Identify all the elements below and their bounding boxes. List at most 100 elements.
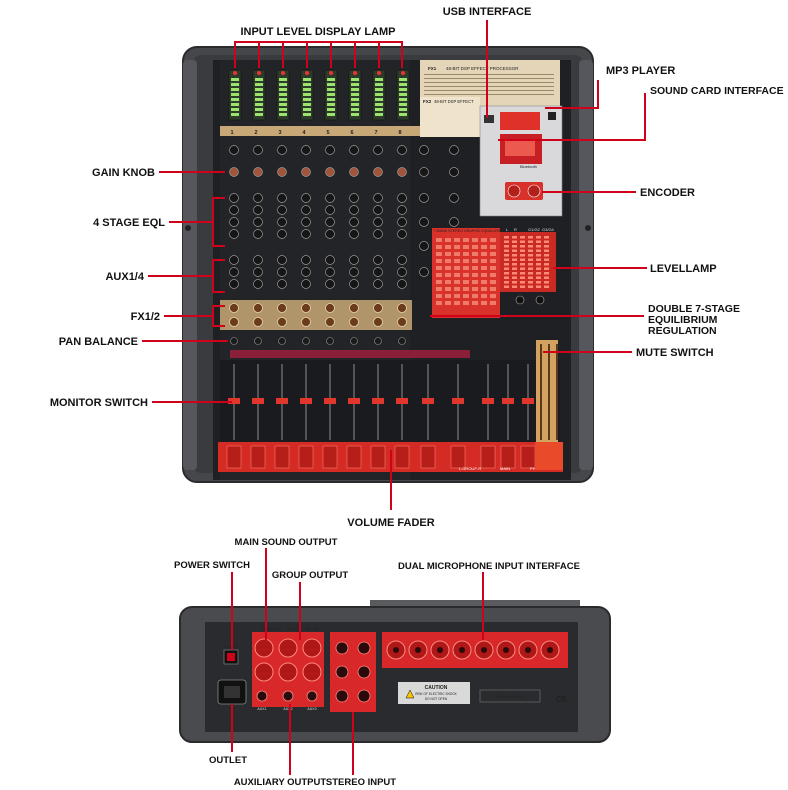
- aux-tag-3: AUX3: [307, 707, 316, 711]
- lamp-segment: [255, 93, 263, 96]
- channel-number-6: 6: [350, 130, 353, 136]
- channel-knob: [349, 193, 359, 203]
- meter-segment: [504, 285, 509, 288]
- stereo-jack: [357, 641, 371, 655]
- monitor-switch: [300, 398, 312, 404]
- meter-segment: [536, 245, 541, 248]
- meter-segment: [512, 263, 517, 266]
- label-outlet: OUTLET: [209, 755, 247, 766]
- lamp-segment: [399, 88, 407, 91]
- lamp-segment: [231, 98, 239, 101]
- fx-knob: [277, 303, 287, 313]
- channel-knob: [373, 205, 383, 215]
- fx-knob: [229, 317, 239, 327]
- lamp-segment: [399, 98, 407, 101]
- channel-knob: [253, 167, 263, 177]
- geq-segment: [463, 238, 469, 242]
- meter-tag-2: R: [514, 227, 517, 232]
- mic-jack-center: [437, 647, 443, 653]
- channel-knob: [349, 205, 359, 215]
- meter-segment: [504, 276, 509, 279]
- geq-segment: [490, 266, 496, 270]
- lamp-segment: [255, 113, 263, 116]
- channel-number-7: 7: [374, 130, 377, 136]
- channel-knob: [397, 145, 407, 155]
- geq-segment: [463, 266, 469, 270]
- fx-knobs: [229, 303, 407, 345]
- meter-segment: [544, 249, 549, 252]
- meter-segment: [512, 249, 517, 252]
- mic-jack-center: [547, 647, 553, 653]
- mixer-top-view: 123456789/1011/12/MP3 L-GROUP-RMAINPHANT…: [182, 46, 594, 483]
- channel-knob: [253, 267, 263, 277]
- label-sound-card-interface: SOUND CARD INTERFACE: [650, 85, 784, 97]
- input-level-lamps: [228, 69, 410, 121]
- meter-segment: [512, 285, 517, 288]
- lamp-segment: [351, 98, 359, 101]
- geq-segment: [454, 273, 460, 277]
- channel-knob: [349, 267, 359, 277]
- geq-segment: [445, 252, 451, 256]
- meter-segment: [536, 236, 541, 239]
- label-group-output: GROUP OUTPUT: [272, 570, 349, 581]
- geq-segment: [463, 259, 469, 263]
- channel-knob: [349, 229, 359, 239]
- lamp-segment: [399, 113, 407, 116]
- meter-segment: [528, 240, 533, 243]
- channel-knob: [277, 279, 287, 289]
- pan-knob: [254, 337, 262, 345]
- pan-knob: [374, 337, 382, 345]
- channel-knob: [277, 145, 287, 155]
- geq-segment: [445, 301, 451, 305]
- preset-row: [424, 82, 554, 83]
- mic-input-jacks: [386, 640, 560, 660]
- lamp-segment: [255, 103, 263, 106]
- meter-segment: [520, 245, 525, 248]
- channel-knob: [349, 279, 359, 289]
- meter-segment: [536, 272, 541, 275]
- geq-segment: [463, 273, 469, 277]
- stereo-knob: [449, 167, 459, 177]
- monitor-switch: [372, 398, 384, 404]
- channel-knob: [325, 167, 335, 177]
- geq-segment: [490, 301, 496, 305]
- meter-segment: [504, 263, 509, 266]
- stereo-jack: [335, 641, 349, 655]
- channel-knob: [325, 145, 335, 155]
- fx-knob: [253, 317, 263, 327]
- fader-cap: [298, 445, 314, 469]
- geq-segment: [445, 273, 451, 277]
- meter-segment: [528, 285, 533, 288]
- meter-segment: [536, 285, 541, 288]
- fx-knob: [229, 303, 239, 313]
- lamp-segment: [231, 78, 239, 81]
- channel-knobs: [229, 145, 459, 289]
- mic-jack-center: [393, 647, 399, 653]
- fx-knob: [325, 303, 335, 313]
- meter-tag-4: G3/G4: [542, 227, 555, 232]
- geq-segment: [454, 266, 460, 270]
- geq-segment: [436, 238, 442, 242]
- lamp-segment: [327, 78, 335, 81]
- channel-knob: [397, 267, 407, 277]
- meter-segment: [520, 285, 525, 288]
- meter-segment: [544, 236, 549, 239]
- lamp-segment: [303, 108, 311, 111]
- fader-cap: [450, 445, 466, 469]
- lamp-segment: [255, 88, 263, 91]
- geq-segment: [481, 273, 487, 277]
- fx-knob: [373, 303, 383, 313]
- meter-segment: [544, 245, 549, 248]
- preset-row: [424, 94, 554, 95]
- channel-knob: [229, 267, 239, 277]
- aux-tag-2: AUX2: [283, 707, 292, 711]
- preset-row: [424, 86, 554, 87]
- lamp-segment: [327, 108, 335, 111]
- channel-number-3: 3: [278, 130, 281, 136]
- monitor-switch: [422, 398, 434, 404]
- geq-segment: [472, 266, 478, 270]
- label-monitor-switch: MONITOR SWITCH: [50, 397, 148, 409]
- channel-knob: [229, 279, 239, 289]
- geq-segment: [472, 294, 478, 298]
- fx-knob: [277, 317, 287, 327]
